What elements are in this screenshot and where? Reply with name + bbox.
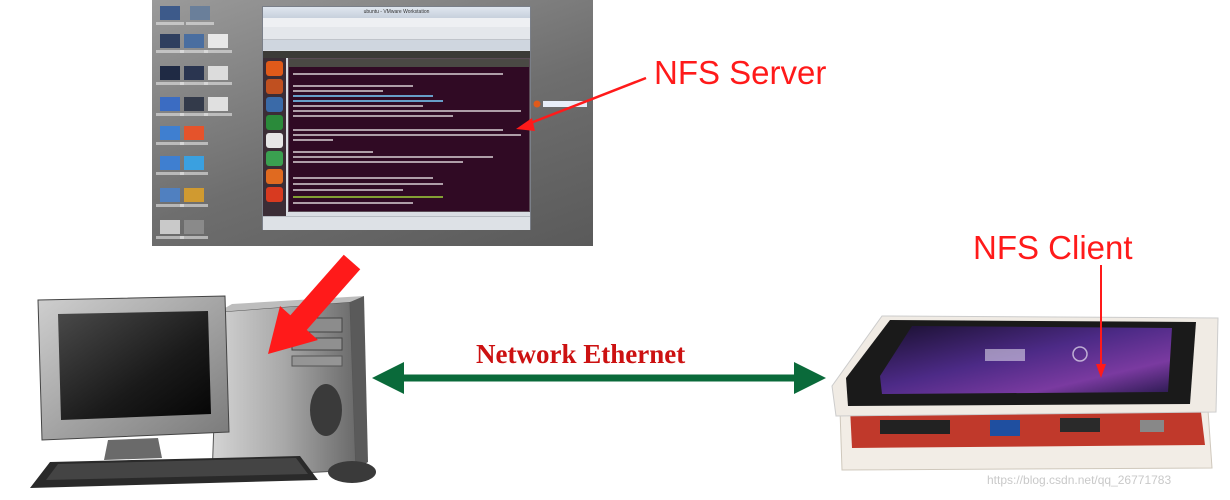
terminal-line	[293, 129, 503, 131]
pointer-arrow-icon	[268, 254, 361, 354]
terminal-line	[293, 156, 493, 158]
launcher-icon	[266, 133, 283, 148]
vmware-window: ubuntu - VMware Workstation	[262, 6, 531, 230]
terminal-line	[293, 115, 453, 117]
desktop-icon	[204, 34, 232, 53]
launcher-icon	[266, 97, 283, 112]
desktop-icon	[180, 34, 208, 53]
terminal-line	[293, 183, 443, 185]
desktop-icon	[180, 66, 208, 85]
vmware-tab-bar	[263, 40, 530, 50]
desktop-icon	[156, 66, 184, 85]
terminal-window	[288, 58, 530, 212]
launcher-icon	[266, 187, 283, 202]
network-ethernet-label: Network Ethernet	[476, 339, 686, 369]
terminal-line	[293, 134, 521, 136]
desktop-icon	[204, 97, 232, 116]
launcher-icon	[266, 151, 283, 166]
ubuntu-top-panel	[263, 51, 530, 58]
terminal-line	[293, 73, 503, 75]
ubuntu-launcher	[263, 58, 286, 216]
desktop-icon	[156, 220, 184, 239]
launcher-icon	[266, 115, 283, 130]
launcher-icon	[266, 169, 283, 184]
computer-icon	[30, 295, 376, 488]
desktop-icon	[156, 188, 184, 207]
launcher-icon	[266, 61, 283, 76]
nfs-server-label: NFS Server	[654, 54, 827, 91]
desktop-icon	[180, 188, 208, 207]
desktop-icon	[156, 156, 184, 175]
server-pointer-arrow	[516, 76, 647, 131]
terminal-line	[293, 196, 443, 198]
desktop-icon	[180, 156, 208, 175]
terminal-line	[293, 95, 433, 97]
nfs-client-label: NFS Client	[973, 229, 1133, 266]
terminal-line	[293, 177, 433, 179]
server-desktop-screenshot: ubuntu - VMware Workstation	[152, 0, 593, 246]
terminal-title-bar	[289, 59, 529, 67]
terminal-line	[293, 85, 413, 87]
embedded-board-icon	[831, 315, 1219, 471]
bidirectional-arrow-icon	[372, 362, 826, 394]
system-tray-icons	[533, 100, 587, 108]
vmware-title-bar: ubuntu - VMware Workstation	[263, 7, 530, 18]
terminal-line	[293, 105, 423, 107]
terminal-line	[293, 189, 403, 191]
desktop-icon	[186, 6, 214, 25]
desktop-icon	[180, 220, 208, 239]
desktop-icon	[204, 66, 232, 85]
vmware-toolbar	[263, 27, 530, 40]
vmware-menu-bar	[263, 18, 530, 27]
client-pointer-arrow	[1096, 265, 1106, 378]
terminal-line	[293, 110, 521, 112]
terminal-line	[293, 161, 463, 163]
desktop-icon	[180, 97, 208, 116]
terminal-line	[293, 151, 373, 153]
watermark: https://blog.csdn.net/qq_26771783	[987, 473, 1172, 487]
desktop-icon	[156, 6, 184, 25]
terminal-line	[293, 139, 333, 141]
desktop-icon	[156, 34, 184, 53]
terminal-line	[293, 90, 383, 92]
terminal-line	[293, 100, 443, 102]
vmware-status-bar	[263, 216, 530, 230]
desktop-icon	[156, 97, 184, 116]
launcher-icon	[266, 79, 283, 94]
desktop-icon	[180, 126, 208, 145]
desktop-icon	[156, 126, 184, 145]
terminal-line	[293, 202, 413, 204]
